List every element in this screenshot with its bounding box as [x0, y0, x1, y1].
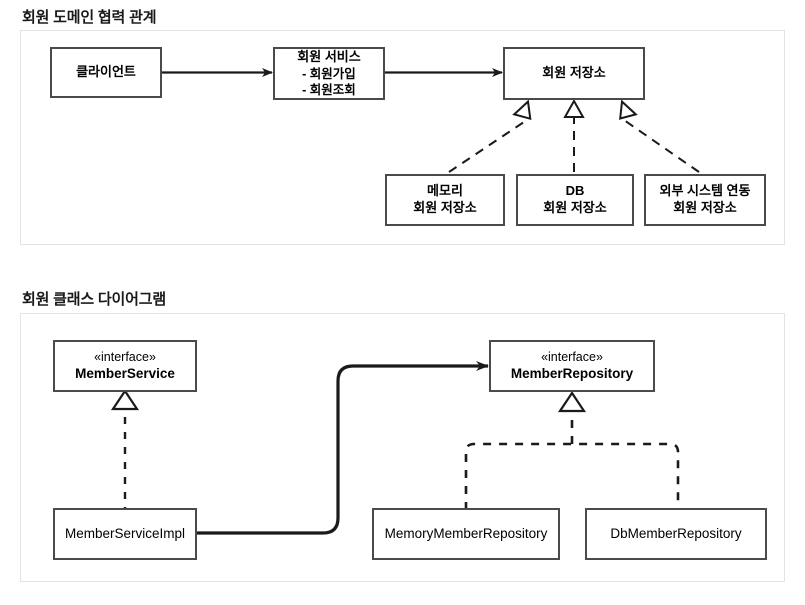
node-db-repository-line-1: DB — [565, 183, 585, 199]
section-title-domain-collaboration: 회원 도메인 협력 관계 — [22, 9, 157, 26]
node-member-repository-label: 회원 저장소 — [542, 65, 606, 81]
node-db-repository[interactable]: DB 회원 저장소 — [516, 174, 634, 226]
node-interface-member-service[interactable]: «interface» MemberService — [53, 340, 197, 392]
node-member-service-item-1: - 회원가입 — [302, 66, 356, 81]
node-member-service-impl[interactable]: MemberServiceImpl — [53, 508, 197, 560]
node-db-member-repository[interactable]: DbMemberRepository — [585, 508, 767, 560]
node-memory-member-repository[interactable]: MemoryMemberRepository — [372, 508, 560, 560]
node-memory-repository-line-2: 회원 저장소 — [413, 200, 477, 215]
node-interface-member-repository-name: MemberRepository — [510, 366, 634, 382]
node-interface-member-service-name: MemberService — [75, 366, 175, 382]
node-client-label: 클라이언트 — [76, 64, 136, 80]
node-external-repository-line-2: 회원 저장소 — [673, 200, 737, 215]
node-memory-repository[interactable]: 메모리 회원 저장소 — [385, 174, 505, 226]
node-memory-member-repository-name: MemoryMemberRepository — [384, 526, 548, 542]
node-db-repository-line-2: 회원 저장소 — [543, 200, 607, 215]
node-external-repository-line-1: 외부 시스템 연동 — [659, 183, 751, 199]
node-client[interactable]: 클라이언트 — [50, 47, 162, 98]
node-interface-member-service-stereotype: «interface» — [94, 350, 156, 365]
node-member-service-item-2: - 회원조회 — [302, 82, 356, 97]
node-member-service[interactable]: 회원 서비스 - 회원가입 - 회원조회 — [273, 47, 385, 100]
node-db-member-repository-name: DbMemberRepository — [610, 526, 742, 542]
section-title-class-diagram: 회원 클래스 다이어그램 — [22, 291, 166, 308]
node-member-repository[interactable]: 회원 저장소 — [503, 47, 645, 100]
node-member-service-impl-name: MemberServiceImpl — [64, 526, 186, 542]
node-memory-repository-line-1: 메모리 — [427, 183, 463, 199]
node-interface-member-repository[interactable]: «interface» MemberRepository — [489, 340, 655, 392]
node-external-repository[interactable]: 외부 시스템 연동 회원 저장소 — [644, 174, 766, 226]
node-member-service-title: 회원 서비스 — [297, 49, 361, 65]
node-interface-member-repository-stereotype: «interface» — [541, 350, 603, 365]
